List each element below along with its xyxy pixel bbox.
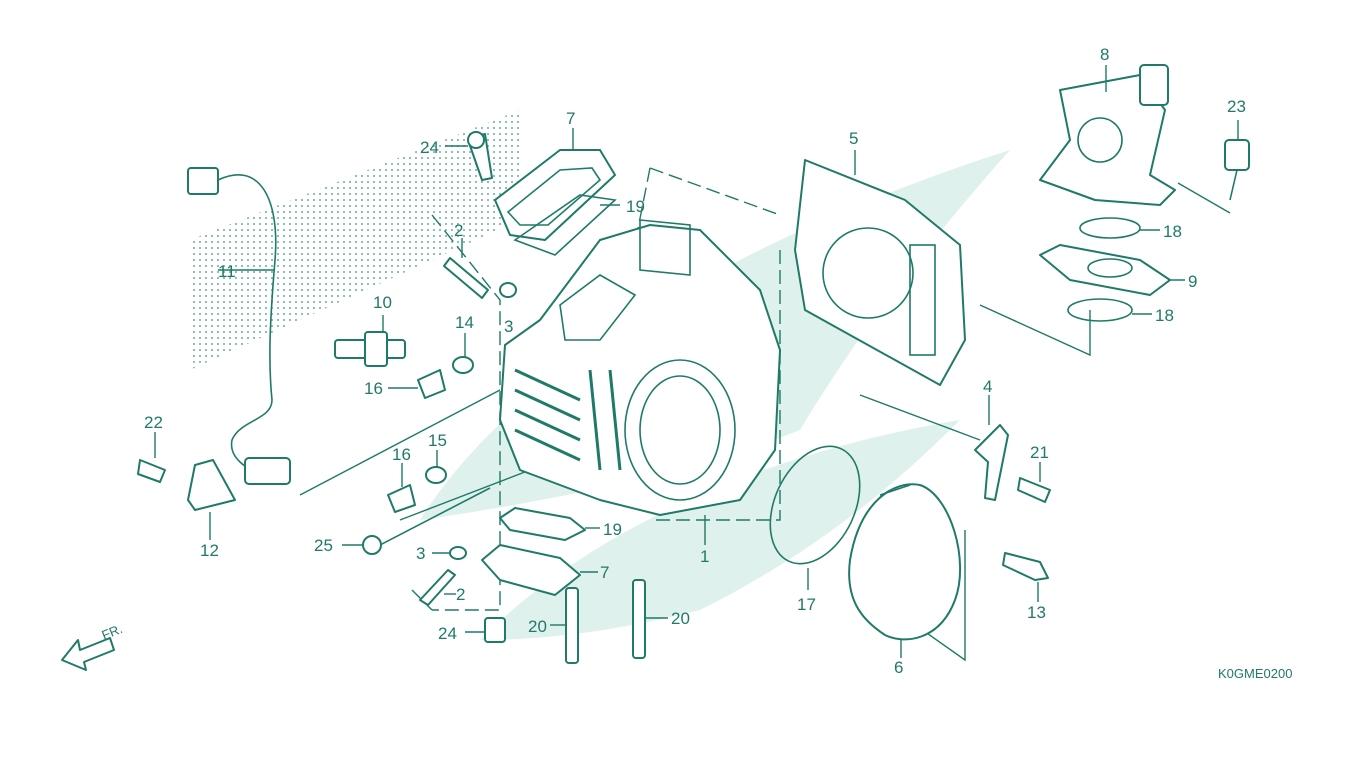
callout-7: 7 xyxy=(600,563,609,582)
o-ring-18-upper xyxy=(1079,217,1160,239)
wire-harness xyxy=(187,167,291,485)
callout-10: 10 xyxy=(373,293,392,312)
callout-4: 4 xyxy=(983,377,992,396)
callout-20: 20 xyxy=(528,617,547,636)
callout-11: 11 xyxy=(218,262,236,281)
valve-cover-upper xyxy=(494,128,616,241)
callout-18: 18 xyxy=(1155,306,1174,325)
bolt-24-lower xyxy=(465,617,506,643)
callout-3: 3 xyxy=(416,544,425,563)
cylinder-head xyxy=(499,219,781,545)
stud-25 xyxy=(342,487,491,555)
callout-22: 22 xyxy=(144,413,163,432)
stud-20-right xyxy=(632,579,668,659)
bolt-24-upper xyxy=(445,131,493,181)
valve-cover-lower xyxy=(481,544,598,596)
bracket xyxy=(137,432,236,540)
o-ring-18-lower xyxy=(1067,298,1152,322)
callout-15: 15 xyxy=(428,431,447,450)
callout-2: 2 xyxy=(454,221,463,240)
diagram-code: K0GME0200 xyxy=(1218,666,1292,681)
stud-20-left xyxy=(550,587,579,664)
callout-1: 1 xyxy=(700,547,709,566)
dowel-pin-2-lower xyxy=(419,569,456,606)
washer-15 xyxy=(425,450,447,484)
gasket-19-lower xyxy=(499,507,600,541)
insulator xyxy=(1039,244,1185,296)
callout-3: 3 xyxy=(504,317,513,336)
bracket-4 xyxy=(974,395,1009,501)
callout-21: 21 xyxy=(1030,443,1049,462)
callout-13: 13 xyxy=(1027,603,1046,622)
callout-9: 9 xyxy=(1188,272,1197,291)
callout-18: 18 xyxy=(1163,222,1182,241)
dowel-pin-3-lower xyxy=(432,546,467,560)
callout-14: 14 xyxy=(455,313,474,332)
dowel-pin-3-upper xyxy=(499,282,517,298)
callout-16: 16 xyxy=(364,379,383,398)
callout-7: 7 xyxy=(566,109,575,128)
bolt-13 xyxy=(1002,552,1049,602)
bolt-21 xyxy=(1017,462,1051,503)
dowel-pin-2-upper xyxy=(443,238,489,299)
cylinder-gasket xyxy=(794,150,966,386)
front-arrow-label: FR. xyxy=(100,621,125,643)
cap-nut-16-upper xyxy=(388,369,446,399)
callout-5: 5 xyxy=(849,129,858,148)
callout-2: 2 xyxy=(456,585,465,604)
front-arrow-icon: FR. xyxy=(61,621,125,671)
callout-25: 25 xyxy=(314,536,333,555)
spark-plug xyxy=(334,315,406,367)
washer-14 xyxy=(452,333,474,374)
callout-12: 12 xyxy=(200,541,219,560)
callout-6: 6 xyxy=(894,658,903,677)
stipple-band xyxy=(190,110,520,370)
callout-16: 16 xyxy=(392,445,411,464)
callout-24: 24 xyxy=(438,624,457,643)
o-ring-17 xyxy=(769,445,861,590)
callout-20: 20 xyxy=(671,609,690,628)
cap-nut-16-lower xyxy=(387,463,416,513)
callout-24: 24 xyxy=(420,138,439,157)
callout-8: 8 xyxy=(1100,45,1109,64)
bolt-23 xyxy=(1224,120,1250,201)
callout-19: 19 xyxy=(603,520,622,539)
gasket-19-upper xyxy=(513,194,620,256)
callout-23: 23 xyxy=(1227,97,1246,116)
callout-19: 19 xyxy=(626,197,645,216)
callout-17: 17 xyxy=(797,595,816,614)
intake-pipe xyxy=(1039,64,1176,206)
side-cover xyxy=(848,483,962,658)
callout-labels: 1 2 2 3 3 4 5 6 7 7 8 9 10 11 12 13 14 1… xyxy=(144,45,1246,677)
